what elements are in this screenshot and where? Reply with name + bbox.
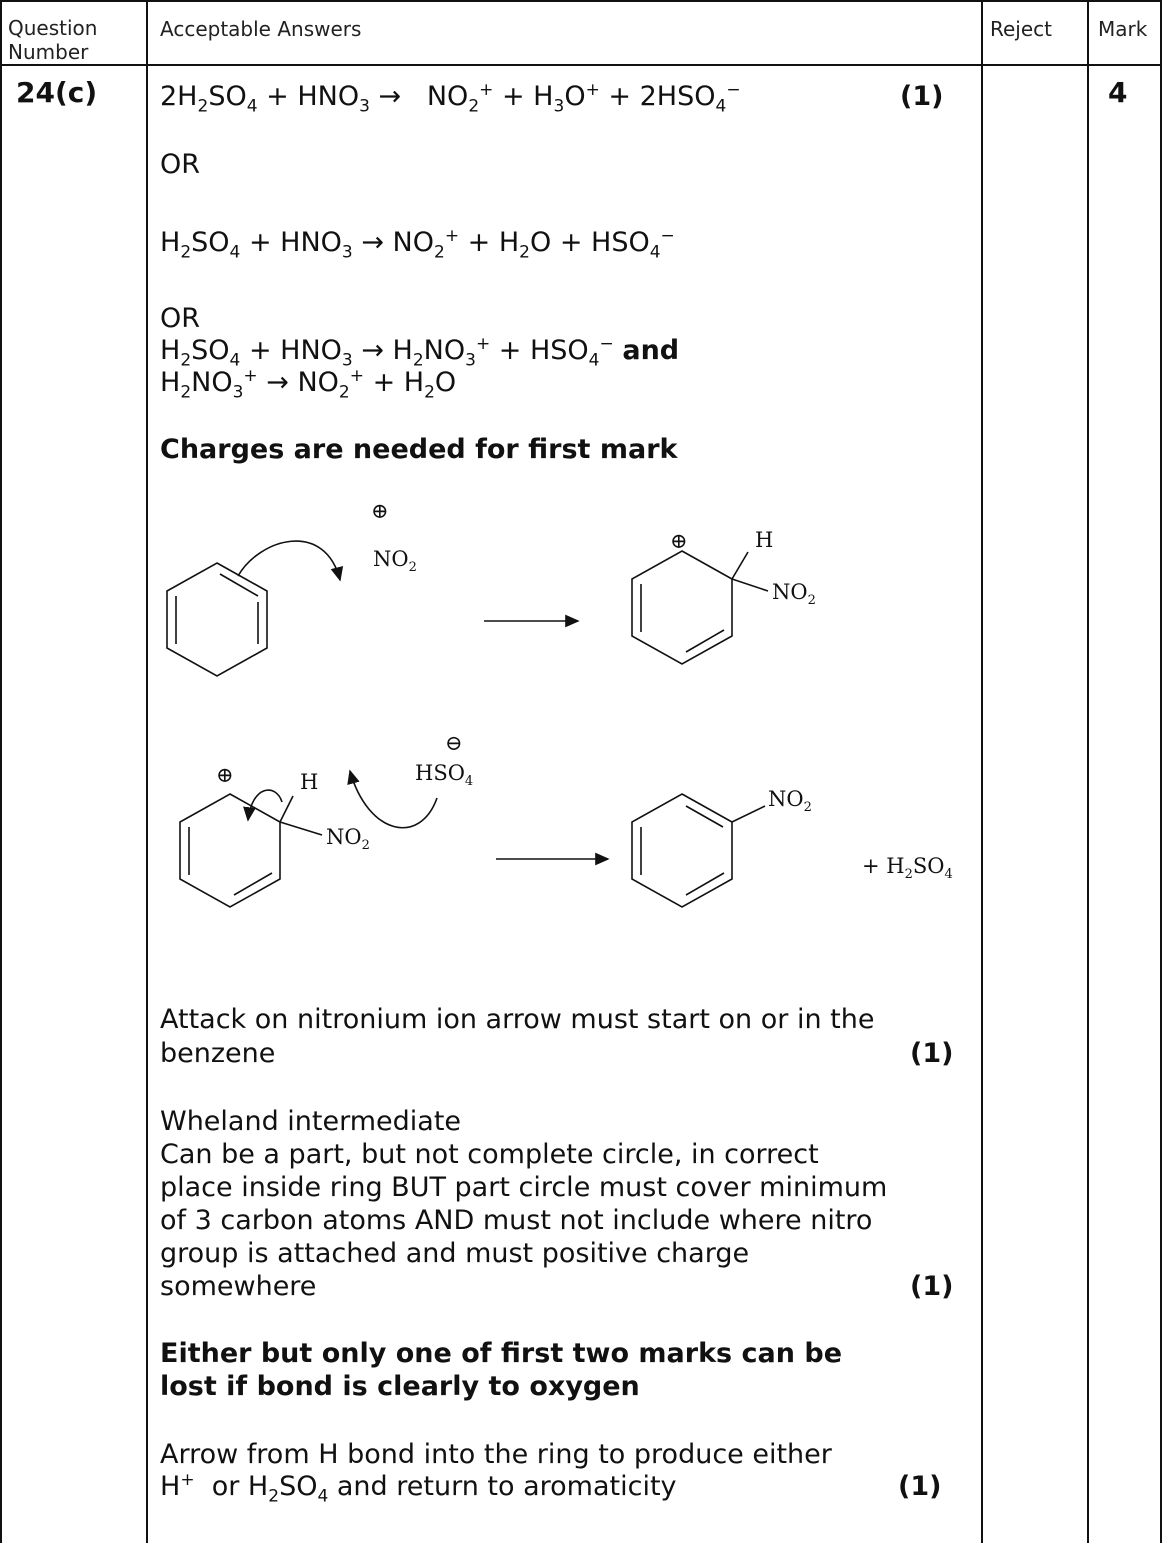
or-1: OR bbox=[160, 149, 201, 180]
curly-arrow-attack bbox=[237, 540, 344, 582]
no2-label-1: NO2 bbox=[772, 580, 816, 608]
either-line-2: lost if bond is clearly to oxygen bbox=[160, 1371, 640, 1402]
h2so4-label: + H2SO4 bbox=[862, 854, 953, 882]
no2-label-2: NO2 bbox=[326, 825, 370, 853]
arrow-line-2: H+ or H2SO4 and return to aromaticity bbox=[160, 1470, 677, 1507]
header-mark: Mark bbox=[1098, 17, 1148, 41]
plus-charge-wheland-1: ⊕ bbox=[670, 529, 688, 553]
column-divider-answers bbox=[146, 0, 148, 1543]
question-number: 24(c) bbox=[16, 76, 98, 109]
mark-attack: (1) bbox=[910, 1038, 954, 1069]
table-border-right bbox=[1160, 0, 1162, 1543]
equation-3: H2SO4 + HNO3 → H2NO3+ + HSO4− and bbox=[160, 334, 680, 371]
wheland-line-2: Can be a part, but not complete circle, … bbox=[160, 1139, 819, 1170]
mark-equation: (1) bbox=[900, 81, 944, 112]
header-divider bbox=[0, 64, 1162, 66]
header-acceptable-answers: Acceptable Answers bbox=[160, 17, 362, 41]
charges-note: Charges are needed for first mark bbox=[160, 434, 678, 465]
wheland-ring-2 bbox=[179, 793, 281, 908]
header-question-number: Question Number bbox=[8, 16, 98, 64]
plus-charge-nitronium: ⊕ bbox=[371, 499, 389, 523]
no2-label-product: NO2 bbox=[768, 787, 812, 815]
benzene-ring-1 bbox=[166, 562, 268, 677]
equation-4: H2NO3+ → NO2+ + H2O bbox=[160, 366, 457, 403]
or-2: OR bbox=[160, 303, 201, 334]
arrow-line-2b: and return to aromaticity bbox=[336, 1471, 677, 1502]
attack-line-1: Attack on nitronium ion arrow must start… bbox=[160, 1004, 875, 1035]
wheland-line-4: of 3 carbon atoms AND must not include w… bbox=[160, 1205, 873, 1236]
h-label-1: H bbox=[755, 528, 773, 552]
mark-arrow: (1) bbox=[898, 1471, 942, 1502]
table-border-left bbox=[0, 0, 2, 1543]
arrow-line-1: Arrow from H bond into the ring to produ… bbox=[160, 1439, 832, 1470]
plus-charge-wheland-2: ⊕ bbox=[216, 763, 234, 787]
attack-line-2: benzene bbox=[160, 1038, 276, 1069]
and-word: and bbox=[622, 335, 680, 366]
hso4-label: HSO4 bbox=[415, 761, 473, 789]
minus-charge-hso4: ⊖ bbox=[445, 731, 463, 755]
table-border-top bbox=[0, 0, 1162, 2]
wheland-ring-1 bbox=[631, 550, 733, 665]
either-line-1: Either but only one of first two marks c… bbox=[160, 1338, 843, 1369]
nitronium-label: NO2 bbox=[373, 547, 417, 575]
wheland-line-1: Wheland intermediate bbox=[160, 1106, 462, 1137]
wheland-line-6: somewhere bbox=[160, 1271, 317, 1302]
equation-2: H2SO4 + HNO3 → NO2+ + H2O + HSO4− bbox=[160, 226, 675, 263]
mechanism-diagram: ⊕ NO2 ⊕ H NO2 ⊕ H NO2 ⊖ HSO4 NO2 + H2SO4 bbox=[166, 499, 953, 908]
header-reject: Reject bbox=[990, 17, 1053, 41]
equation-1: 2H2SO4 + HNO3 → NO2+ + H3O+ + 2HSO4− bbox=[160, 80, 741, 117]
curly-arrow-ring bbox=[243, 789, 283, 822]
nitrobenzene-ring bbox=[631, 793, 733, 908]
column-divider-mark bbox=[1087, 0, 1089, 1543]
wheland-line-5: group is attached and must positive char… bbox=[160, 1238, 750, 1269]
mark-value: 4 bbox=[1108, 76, 1128, 109]
h-label-2: H bbox=[300, 770, 318, 794]
wheland-line-3: place inside ring BUT part circle must c… bbox=[160, 1172, 888, 1203]
column-divider-reject bbox=[981, 0, 983, 1543]
mark-wheland: (1) bbox=[910, 1271, 954, 1302]
arrow-line-2a: or H bbox=[211, 1471, 269, 1502]
curly-arrow-deprotonation bbox=[347, 769, 438, 829]
